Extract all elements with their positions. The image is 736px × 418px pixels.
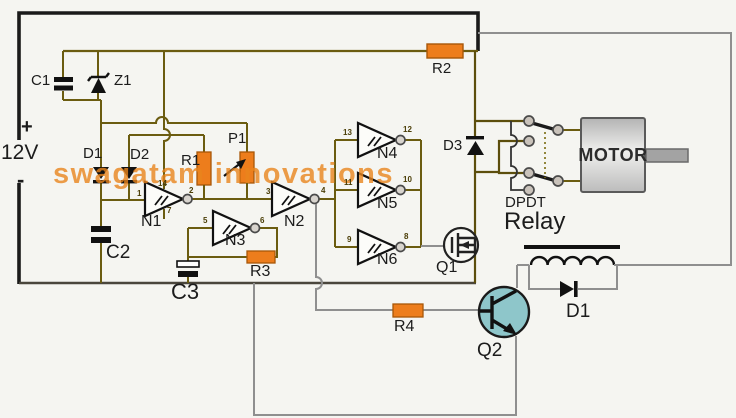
q1-branch [473,51,524,283]
relay-contacts [523,115,564,196]
label-n1: N1 [141,213,162,230]
pin-n4-out: 12 [403,125,412,134]
pin-n6-in: 9 [347,235,352,244]
pin-n1-in: 1 [137,189,142,198]
p1-wiper-arrow [223,159,246,177]
pin-n5-in: 11 [344,178,353,187]
control-wires [253,204,529,416]
relay-arms [531,121,554,182]
resistor-r4 [392,303,424,318]
battery-plus: + [21,116,33,138]
pin-n6-out: 8 [404,232,409,241]
resistor-r3 [246,250,276,264]
label-r2: R2 [432,60,452,77]
relay-coil-winding [529,255,616,266]
gate-hysteresis-marks [154,136,382,254]
pin-n1-out: 2 [189,186,194,195]
label-n3: N3 [225,232,246,249]
relay-cross-wire [510,121,524,191]
label-d1-flyback: D1 [566,301,591,322]
label-z1: Z1 [114,72,132,89]
capacitor-c3-plate1 [176,260,200,268]
relay-pole-wires [563,129,580,182]
feedback-wires [101,51,248,219]
diode-d1-flyback [560,281,578,297]
battery-minus: - [17,167,25,192]
label-d3: D3 [443,137,463,154]
label-n5: N5 [377,195,398,212]
motor-shaft [645,148,689,163]
motor-body: MOTOR [578,117,648,193]
c1-z1-branch [62,51,101,101]
zener-z1 [87,72,110,93]
coil-supply-wire [478,32,732,266]
label-n2: N2 [284,213,305,230]
watermark-text: swagatam innovations [53,158,395,190]
pin-n2-in: 3 [266,187,271,196]
battery-voltage: 12V [1,141,39,164]
label-d2: D2 [130,146,150,163]
pin-n1-vcc: 14 [158,179,167,188]
label-c2: C2 [106,242,131,263]
label-relay-name: Relay [504,208,566,235]
pin-n4-in: 13 [343,128,352,137]
label-d1: D1 [83,145,103,162]
capacitor-c3-plate2 [178,271,198,277]
gate-n1 [143,180,186,218]
diode-d3 [466,136,484,155]
resistor-r2 [426,43,464,59]
pin-n3-out: 6 [260,216,265,225]
gate-n6 [356,228,399,266]
pin-n3-in: 5 [203,216,208,225]
gate-n4 [356,121,399,159]
pin-n2-out: 4 [321,186,326,195]
n3-osc-wires [187,227,278,283]
label-r4: R4 [394,318,415,335]
motor-label: MOTOR [578,144,648,165]
flyback-loop [528,264,620,290]
label-c1: C1 [31,72,51,89]
mosfet-q1-arrow [460,241,469,249]
label-n4: N4 [377,145,398,162]
gate-n3 [211,209,254,247]
transistor-q2-internals [480,289,517,334]
pin-n1-gnd: 7 [167,206,172,215]
label-q2: Q2 [477,340,503,361]
diode-d1-top [93,167,109,184]
gate-n5 [356,171,399,209]
gate-symbols [143,121,399,266]
label-r3: R3 [250,263,271,280]
gate-n2 [270,180,313,218]
label-p1: P1 [228,130,247,147]
label-relay-type: DPDT [505,194,546,211]
osc-signal-wires [101,139,422,248]
diode-d2 [121,167,137,184]
label-q1: Q1 [436,259,458,276]
label-r1: R1 [181,152,201,169]
capacitor-c2 [91,226,111,243]
gate-output-bubbles [182,134,406,253]
label-c3: C3 [171,279,200,304]
transistor-q2-emitter-arrow [503,323,517,335]
label-n6: N6 [377,251,398,268]
capacitor-c1 [54,77,73,91]
pin-n5-out: 10 [403,175,412,184]
